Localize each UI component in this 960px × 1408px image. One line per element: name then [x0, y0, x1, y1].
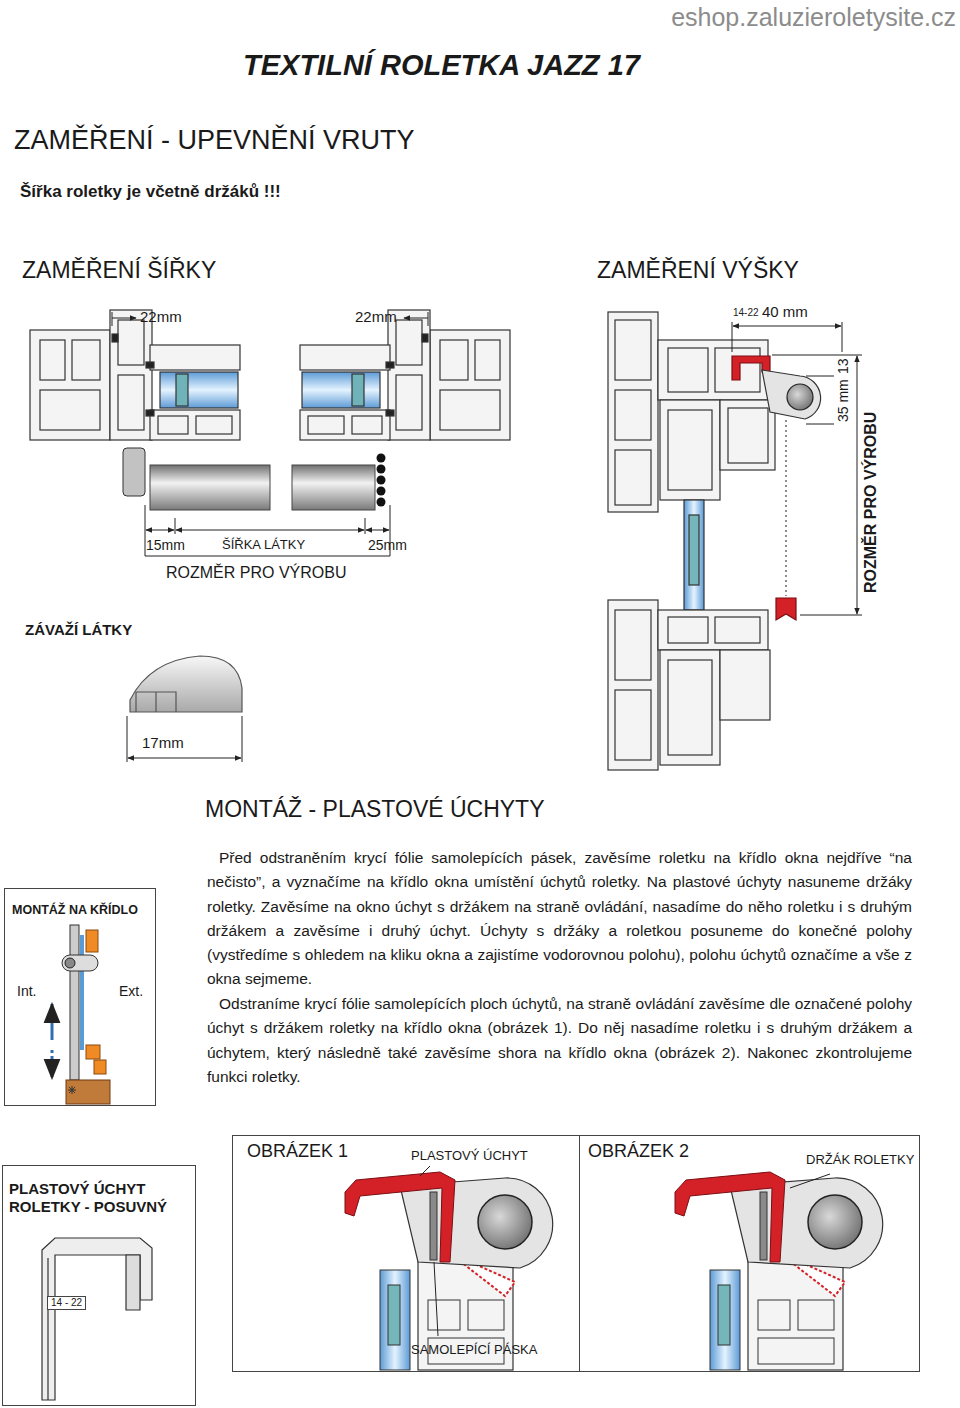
sash-mount-sketch — [52, 925, 110, 1104]
dimension: 15mm — [146, 537, 185, 554]
mount-panel: MONTÁŽ NA KŘÍDLO Int. Ext. — [4, 888, 156, 1106]
dimension: 40 mm — [762, 303, 808, 321]
side-label: Ext. — [119, 983, 143, 1000]
dimension: 22mm — [355, 308, 397, 326]
part-name: SAMOLEPÍCÍ PÁSKA — [411, 1342, 537, 1358]
dimension: 14-22 — [733, 307, 759, 319]
instructions: Odstraníme krycí fólie samolepících ploc… — [207, 992, 912, 1089]
side-label: Int. — [17, 983, 36, 1000]
dimension: 25mm — [368, 537, 407, 554]
dimension-lines — [112, 312, 428, 556]
window-profile-width — [30, 310, 510, 510]
dimension: 22mm — [140, 308, 182, 326]
dimension: 14 - 22 — [47, 1296, 86, 1310]
section-heading: MONTÁŽ - PLASTOVÉ ÚCHYTY — [205, 796, 545, 824]
subheading: ZAMĚŘENÍ ŠÍŘKY — [22, 257, 216, 285]
dimension: ROZMĚR PRO VÝROBU — [166, 563, 346, 582]
figure-heading: OBRÁZEK 2 — [588, 1141, 689, 1163]
subheading: ZAMĚŘENÍ VÝŠKY — [597, 257, 799, 285]
panel-heading: PLASTOVÝ ÚCHYT ROLETKY - POSUVNÝ — [9, 1180, 185, 1216]
part-name: PLASTOVÝ ÚCHYT — [411, 1148, 528, 1164]
figure-heading: OBRÁZEK 1 — [247, 1141, 348, 1163]
dimension: 17mm — [142, 734, 184, 752]
part-name: DRŽÁK ROLETKY — [806, 1152, 914, 1168]
page-title: TEXTILNÍ ROLETKA JAZZ 17 — [243, 48, 640, 83]
dimension: 13 — [835, 358, 852, 374]
height-dimensions — [732, 322, 862, 615]
part-name: ZÁVAŽÍ LÁTKY — [25, 621, 132, 639]
watermark: eshop.zaluzieroletysite.cz — [671, 2, 956, 32]
figure-panel: OBRÁZEK 1 PLASTOVÝ ÚCHYT SAMOLEPÍCÍ PÁSKA — [232, 1135, 580, 1372]
dimension: ŠÍŘKA LÁTKY — [222, 537, 305, 553]
window-profile-height — [608, 312, 821, 770]
panel-heading: MONTÁŽ NA KŘÍDLO — [12, 903, 138, 918]
dimension: ROZMĚR PRO VÝROBU — [861, 412, 880, 593]
dimension: 35 mm — [835, 379, 852, 422]
note: Šířka roletky je včetně držáků !!! — [20, 182, 281, 202]
sliding-clip — [42, 1238, 152, 1400]
figure-panel: OBRÁZEK 2 DRŽÁK ROLETKY — [579, 1135, 920, 1372]
instructions: Před odstraněním krycí fólie samolepícíc… — [207, 846, 912, 992]
clip-panel: PLASTOVÝ ÚCHYT ROLETKY - POSUVNÝ 14 - 22 — [2, 1165, 196, 1406]
leader-lines — [420, 1166, 830, 1336]
weight-profile — [127, 656, 242, 762]
section-heading: ZAMĚŘENÍ - UPEVNĚNÍ VRUTY — [14, 124, 415, 156]
